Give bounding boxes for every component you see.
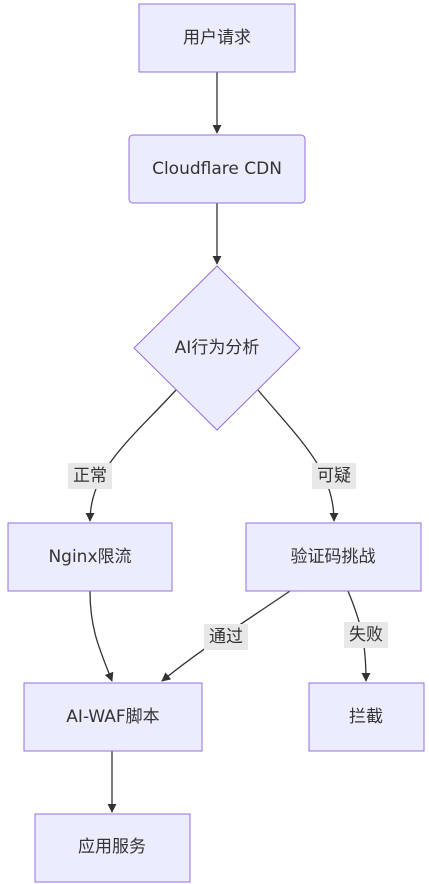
edge-label-pass: 通过	[204, 624, 248, 650]
edge-label-fail-text: 失败	[349, 625, 383, 645]
edge-label-normal-text: 正常	[73, 466, 107, 486]
node-user-request: 用户请求	[138, 3, 296, 73]
edge-analysis-to-challenge	[257, 389, 339, 522]
node-ai-analysis: AI行为分析	[133, 265, 301, 431]
node-nginx-rate-limit: Nginx限流	[7, 522, 173, 592]
edge-label-fail: 失败	[344, 622, 388, 648]
node-app-label: 应用服务	[78, 837, 146, 857]
node-nginx-label: Nginx限流	[48, 547, 131, 567]
edge-nginx-to-waf	[89, 590, 114, 682]
node-app-service: 应用服务	[34, 813, 191, 883]
edge-label-suspicious: 可疑	[312, 463, 356, 489]
edge-label-suspicious-text: 可疑	[317, 466, 351, 486]
node-cloudflare-cdn: Cloudflare CDN	[128, 134, 306, 204]
node-block: 拦截	[308, 682, 425, 752]
edge-label-normal: 正常	[68, 463, 112, 489]
edge-label-pass-text: 通过	[209, 627, 243, 647]
node-captcha-challenge: 验证码挑战	[245, 522, 422, 592]
node-ai-waf-script: AI-WAF脚本	[23, 682, 203, 752]
node-cdn-label: Cloudflare CDN	[152, 159, 282, 179]
node-challenge-label: 验证码挑战	[291, 547, 376, 567]
node-user-request-label: 用户请求	[183, 28, 251, 48]
node-ai-analysis-label: AI行为分析	[175, 338, 260, 358]
node-block-label: 拦截	[349, 707, 383, 727]
node-waf-label: AI-WAF脚本	[66, 707, 159, 727]
edge-analysis-to-nginx	[85, 389, 177, 522]
